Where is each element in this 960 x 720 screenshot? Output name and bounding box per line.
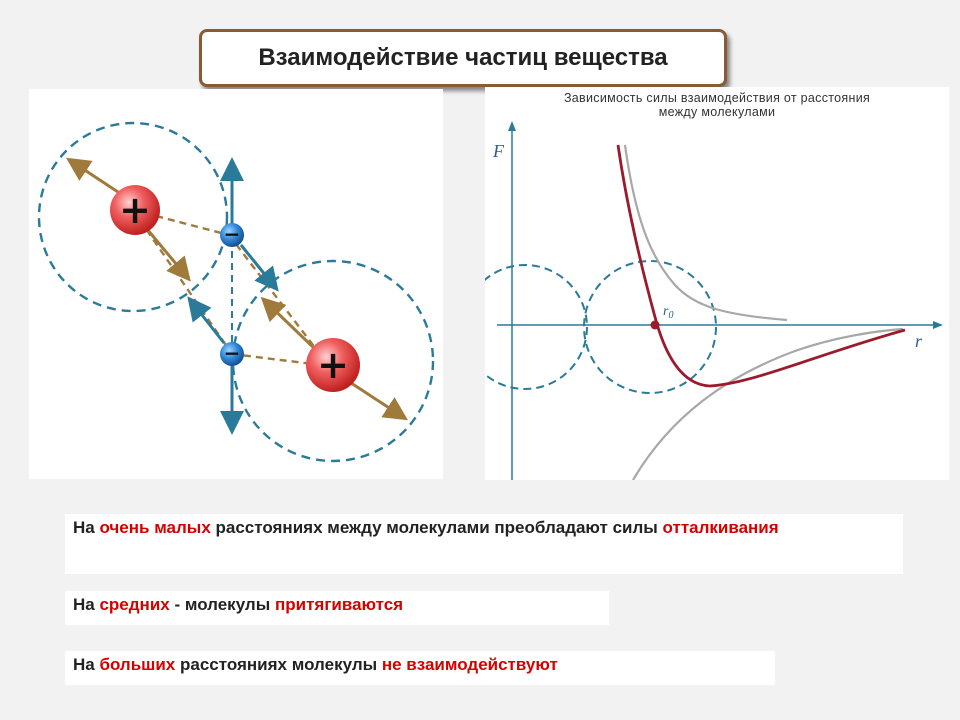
statement-2-highlight-a: средних (99, 595, 170, 614)
upper-nucleus (110, 185, 160, 235)
statement-small-distances: На очень малых расстояниях между молекул… (65, 514, 903, 574)
statement-2-highlight-b: притягиваются (274, 595, 404, 614)
statement-2-text-a: На (73, 595, 100, 614)
lower-nucleus-sign: + (317, 343, 349, 387)
statement-large-distances: На больших расстояниях молекулы не взаим… (65, 651, 775, 685)
attraction-link-lower (231, 352, 330, 368)
upper-nucleus-sign: + (119, 188, 151, 232)
upper-molecule-boundary (37, 121, 229, 313)
statement-1-text-a: На (73, 518, 100, 537)
attraction-curve (632, 327, 904, 480)
molecule-diagram-panel: + + − − (29, 89, 443, 479)
r0-point (650, 320, 660, 330)
upper-electron (220, 223, 244, 247)
repulsion-arrow-down (344, 377, 409, 421)
lower-molecule-boundary (231, 259, 435, 463)
upper-electron-sign: − (224, 222, 241, 246)
lower-electron-sign: − (224, 341, 241, 365)
statement-3-text-b: расстояниях молекулы (175, 655, 382, 674)
statement-medium-distances: На средних - молекулы притягиваются (65, 591, 609, 625)
electron-arrow-upper-right (239, 244, 279, 292)
force-graph: F r r0 (485, 121, 943, 480)
lower-nucleus (306, 338, 360, 392)
slide-title: Взаимодействие частиц вещества (199, 29, 727, 87)
repulsion-arrow-up (65, 157, 122, 196)
repulsion-arrow-mid-2 (260, 296, 317, 351)
r0-label: r0 (663, 304, 673, 321)
repulsion-curve (623, 144, 788, 322)
statement-3-highlight-a: больших (99, 655, 176, 674)
graph-molecule-left (485, 264, 588, 390)
graph-title-line-1: Зависимость силы взаимодействия от расст… (563, 91, 871, 105)
force-graph-panel: Зависимость силы взаимодействия от расст… (485, 87, 949, 480)
graph-molecule-right (583, 260, 717, 394)
electron-arrow-lower-left (187, 296, 226, 344)
cross-link-2 (228, 234, 330, 367)
graph-title-line-2: между молекулами (658, 105, 776, 119)
x-axis-label: r (915, 331, 923, 351)
y-axis-label: F (492, 141, 505, 161)
statement-1-highlight-b: отталкивания (662, 518, 779, 537)
statement-3-highlight-b: не взаимодействуют (381, 655, 558, 674)
graph-title: Зависимость силы взаимодействия от расст… (485, 91, 949, 119)
statement-3-text-a: На (73, 655, 100, 674)
molecule-diagram: + + − − (37, 121, 435, 463)
statement-1-text-b: расстояниях между молекулами преобладают… (210, 518, 663, 537)
resultant-force-curve (616, 144, 906, 388)
repulsion-arrow-mid-1 (145, 228, 191, 282)
statement-1-highlight-a: очень малых (99, 518, 211, 537)
lower-electron (220, 342, 244, 366)
statement-2-text-b: - молекулы (169, 595, 275, 614)
